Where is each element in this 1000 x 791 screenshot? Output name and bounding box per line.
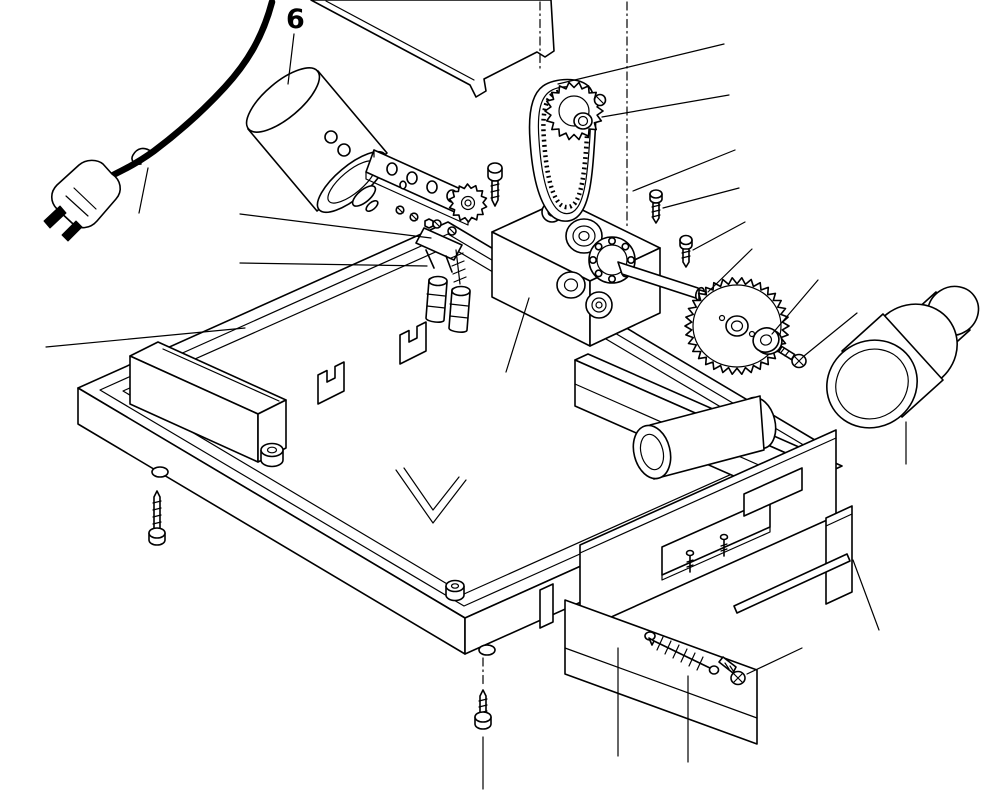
blade-screw	[777, 345, 807, 369]
screw-boss	[445, 579, 465, 602]
bracket-slot	[399, 180, 407, 190]
fence-lower	[564, 599, 758, 745]
motor	[245, 67, 388, 214]
belt-teeth	[541, 88, 590, 210]
blade-hub	[725, 315, 749, 337]
motor-shaft	[365, 199, 379, 213]
gearbox-screw	[649, 189, 663, 224]
bracket-fasteners	[395, 205, 434, 229]
tray-foot	[151, 466, 169, 478]
small-bearing	[585, 291, 613, 319]
screw-boss	[260, 442, 284, 468]
wall-slot	[539, 583, 554, 629]
gearbox-screw	[679, 234, 693, 268]
bracket-hole	[426, 180, 438, 194]
u-clip	[399, 321, 427, 365]
mounting-bracket	[365, 149, 503, 229]
fence-assembly	[564, 429, 853, 745]
plug-pin	[61, 220, 83, 242]
spring	[656, 636, 704, 671]
plug-pin	[43, 205, 67, 229]
base-screw	[148, 490, 166, 546]
belt-tensioner	[415, 219, 471, 333]
knob-rim	[826, 339, 918, 429]
tray-foot	[478, 644, 496, 656]
leader-lines	[45, 33, 907, 790]
fence-window	[743, 467, 803, 517]
saw-blade-assembly	[684, 277, 807, 375]
cord-kink	[131, 147, 153, 165]
left-box-inner-line	[162, 348, 280, 402]
motor-terminal	[337, 143, 351, 157]
base-screw	[474, 689, 492, 730]
tension-spring	[450, 249, 467, 285]
u-clip	[317, 361, 345, 405]
tensioner-plate	[415, 227, 463, 261]
power-cord-and-plug	[43, 0, 276, 242]
fence-bracket	[825, 505, 853, 605]
hex-nut	[424, 218, 434, 229]
fence-pins	[685, 533, 729, 573]
bracket-hole	[386, 162, 398, 176]
gear-washer	[565, 218, 603, 254]
shaft-washer	[556, 271, 586, 299]
motor-terminal	[324, 130, 338, 144]
knob	[826, 285, 980, 429]
fence-screw	[718, 656, 746, 686]
housing-body	[310, 0, 555, 98]
base-screws	[148, 490, 492, 730]
callout-label-6: 6	[286, 4, 305, 35]
plug-body	[50, 159, 121, 229]
top-housing	[310, 0, 555, 98]
power-cord	[104, 0, 276, 182]
spring-and-screw	[648, 636, 720, 675]
axis-lines	[482, 1, 628, 685]
guide-rod	[733, 553, 851, 614]
floor-notch	[395, 467, 467, 524]
motor-hub	[351, 185, 377, 207]
motor-back-cap	[245, 67, 321, 133]
bracket-hole	[406, 171, 418, 185]
motor-gear	[448, 183, 488, 223]
belt-drive	[448, 78, 607, 223]
bracket-screw	[487, 162, 503, 207]
pulley-hub	[573, 112, 593, 130]
